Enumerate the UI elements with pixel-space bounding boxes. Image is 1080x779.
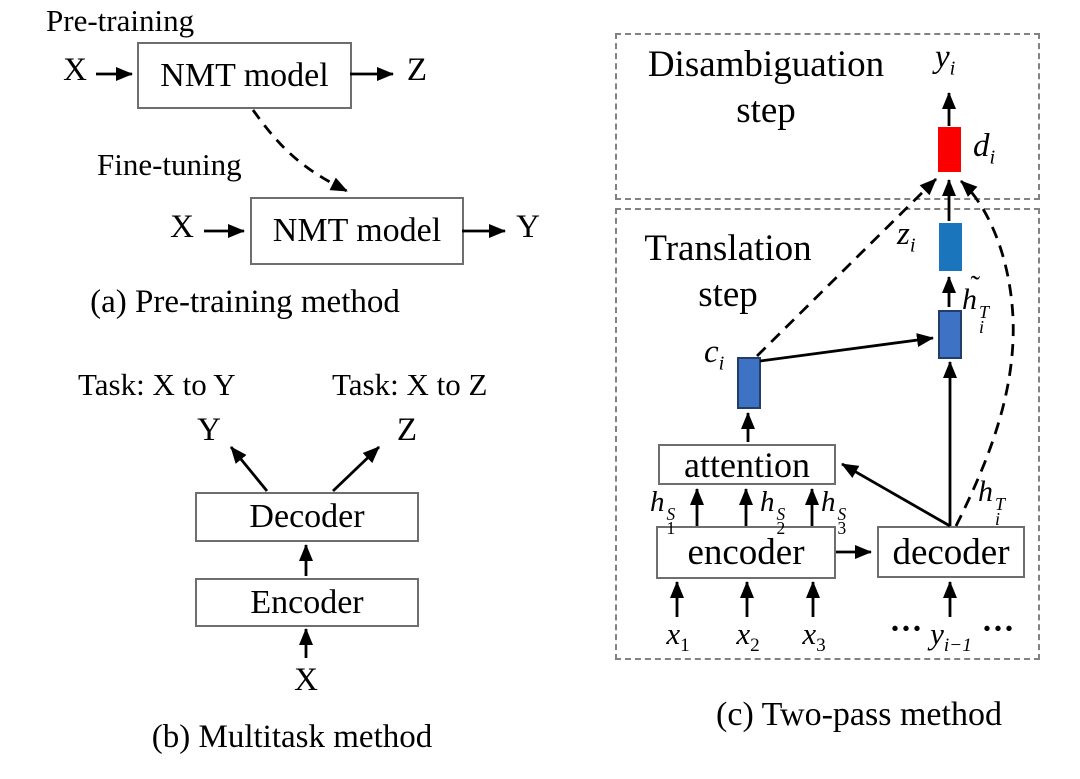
label-y-i: yi (935, 39, 956, 80)
attention-box: attention (658, 444, 836, 485)
translation-step-label: Translation step (622, 226, 834, 319)
label-c-i: ci (704, 334, 725, 375)
z-vector-box (939, 223, 962, 271)
d-vector-box (938, 127, 961, 172)
decoder-box-multitask-label: Decoder (249, 498, 365, 535)
encoder-box-twopass: encoder (656, 526, 836, 579)
arrow-b-decoder-to-y (229, 446, 269, 492)
panel-b-output-y: Y (197, 412, 221, 448)
label-d-i: di (973, 128, 996, 169)
nmt-model-box-pretrain-label: NMT model (160, 56, 329, 94)
encoder-box-multitask-label: Encoder (250, 583, 364, 621)
label-y-i-minus-1: yi−1 (930, 616, 972, 657)
label-x-1: x1 (666, 616, 690, 657)
decoder-box-multitask: Decoder (195, 492, 419, 542)
panel-b-output-z: Z (396, 412, 418, 448)
disambiguation-step-label: Disambiguation step (630, 42, 902, 135)
panel-b-input-x: X (294, 662, 318, 698)
panel-a-input-x-bottom: X (170, 209, 194, 245)
encoder-box-twopass-label: encoder (687, 532, 805, 573)
translation-step-line1: Translation (644, 228, 812, 269)
task-left-label: Task: X to Y (78, 367, 236, 402)
finetuning-label: Fine-tuning (97, 147, 242, 182)
attention-box-label: attention (684, 444, 810, 485)
disambiguation-step-line1: Disambiguation (647, 44, 885, 85)
label-x-2: x2 (736, 616, 760, 657)
panel-a-output-y: Y (516, 209, 540, 245)
arrow-a-transfer-dashed (251, 109, 348, 193)
h-tilde-vector-box (938, 310, 962, 359)
decoder-box-twopass: decoder (877, 526, 1025, 578)
arrow-b-decoder-to-z (332, 445, 380, 493)
panel-a-input-x-top: X (63, 52, 87, 88)
nmt-model-box-finetune-label: NMT model (272, 212, 442, 249)
decoder-box-twopass-label: decoder (892, 531, 1010, 573)
translation-step-line2: step (698, 274, 758, 316)
nmt-model-box-pretrain: NMT model (137, 42, 352, 109)
ellipsis-right: ··· (981, 611, 1015, 647)
panel-b-caption: (b) Multitask method (151, 719, 433, 755)
task-right-label: Task: X to Z (332, 367, 488, 402)
disambiguation-step-line2: step (736, 90, 796, 132)
c-vector-box (737, 357, 761, 409)
panel-a-output-z: Z (406, 52, 428, 88)
panel-a-caption: (a) Pre-training method (90, 284, 400, 320)
label-z-i: zi (897, 216, 916, 257)
label-x-3: x3 (802, 616, 826, 657)
encoder-box-multitask: Encoder (195, 578, 419, 627)
nmt-model-box-finetune: NMT model (250, 197, 464, 265)
pretraining-label: Pre-training (46, 3, 195, 38)
ellipsis-left: ··· (889, 611, 923, 647)
panel-c-caption: (c) Two-pass method (716, 696, 1002, 733)
